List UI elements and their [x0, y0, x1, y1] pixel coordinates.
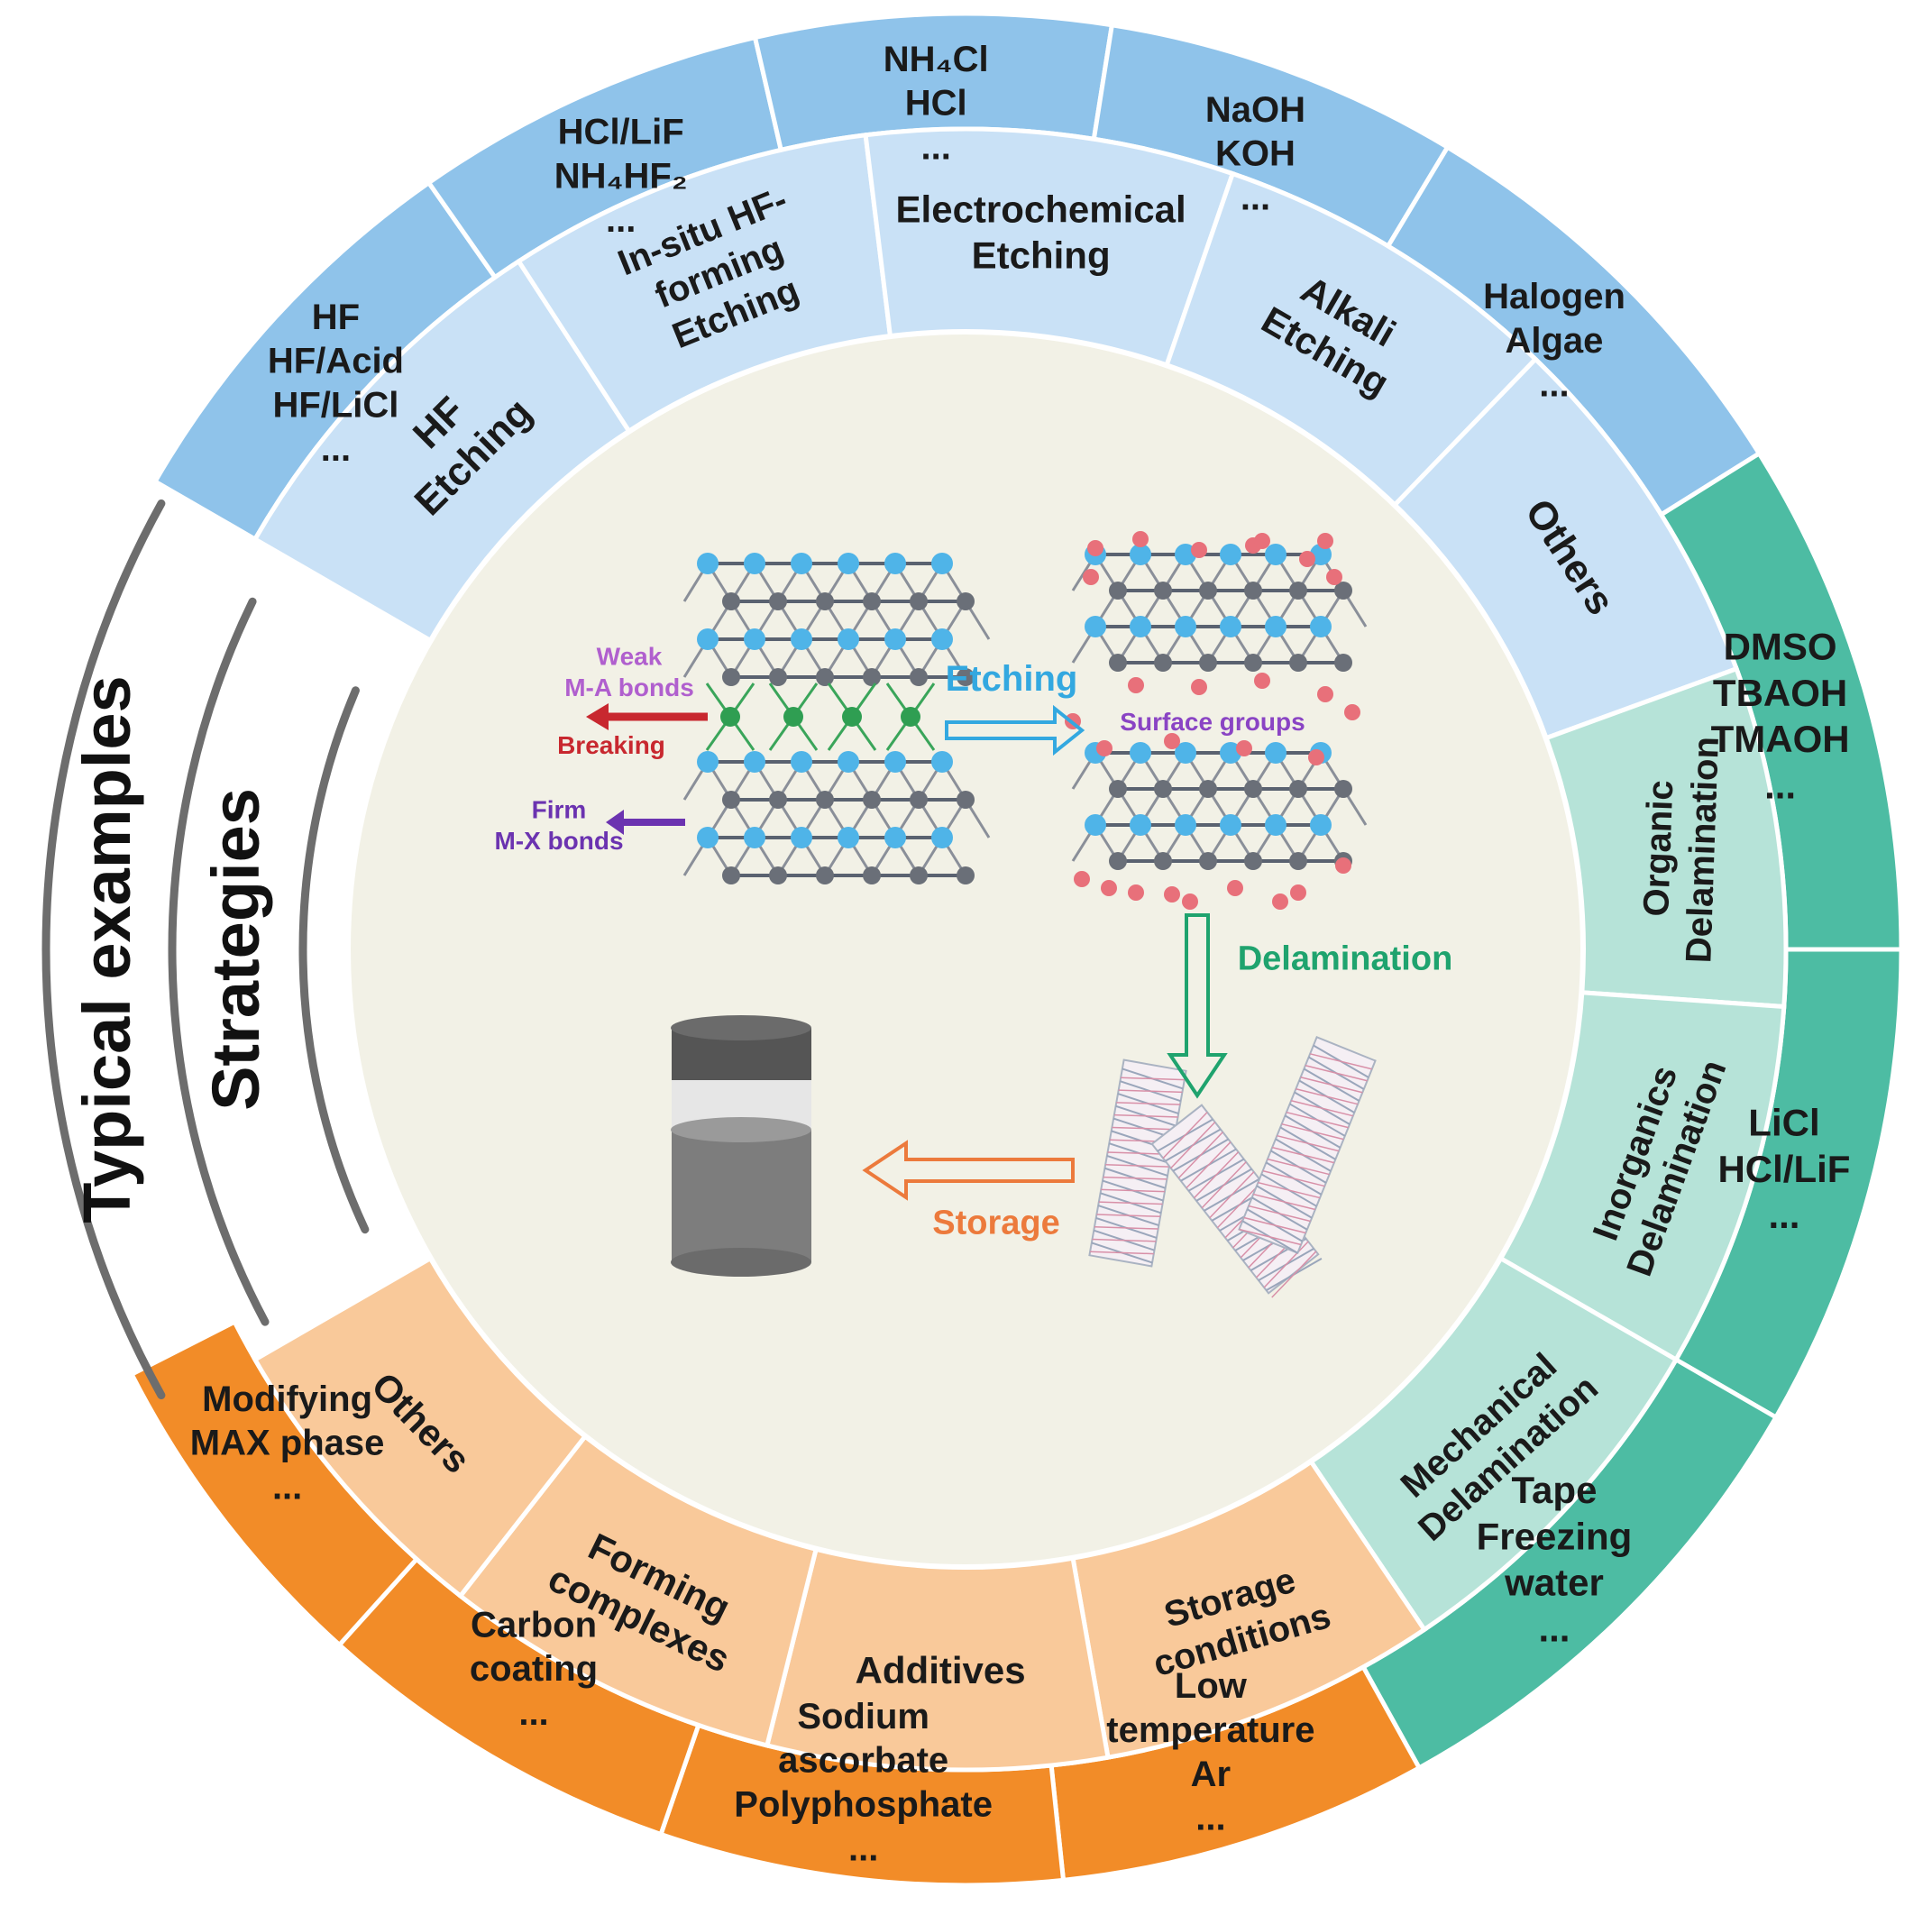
- mxene-flake: [1238, 1035, 1377, 1255]
- mxene-lower-lattice: [1071, 742, 1368, 870]
- firm-arrowhead: [606, 810, 624, 835]
- breaking-label: Breaking: [557, 731, 665, 759]
- legend-strategies: Strategies: [198, 788, 273, 1111]
- legend-typical-examples: Typical examples: [69, 675, 144, 1223]
- delamination-arrow: [1167, 913, 1228, 1099]
- storage-strategy-label: Additives: [856, 1649, 1026, 1691]
- storage-step-label: Storage: [932, 1204, 1059, 1242]
- etching-step-label: Etching: [946, 659, 1078, 699]
- legend-arc: [298, 686, 370, 1234]
- mxene-upper-lattice: [1071, 544, 1368, 672]
- a-layer-atoms: [705, 683, 936, 751]
- delamination-strategy-label: OrganicDelamination: [1634, 735, 1726, 964]
- mxene-flake: [1088, 1058, 1187, 1268]
- legend-arc: [41, 499, 166, 1400]
- legend-region: [29, 481, 431, 1417]
- storage-arrow: [862, 1140, 1075, 1201]
- breaking-arrowhead: [586, 703, 609, 730]
- surface-group-dots: [1065, 531, 1360, 910]
- legend-arc: [168, 597, 270, 1326]
- outer-rim: [28, 12, 1903, 1887]
- delamination-step-label: Delamination: [1238, 939, 1453, 977]
- storage-vial: [671, 1015, 811, 1277]
- max-phase-lower-lattice: [682, 751, 991, 884]
- surface-groups-label: Surface groups: [1120, 708, 1305, 736]
- etching-arrow: [945, 704, 1085, 756]
- max-phase-upper-lattice: [682, 553, 991, 686]
